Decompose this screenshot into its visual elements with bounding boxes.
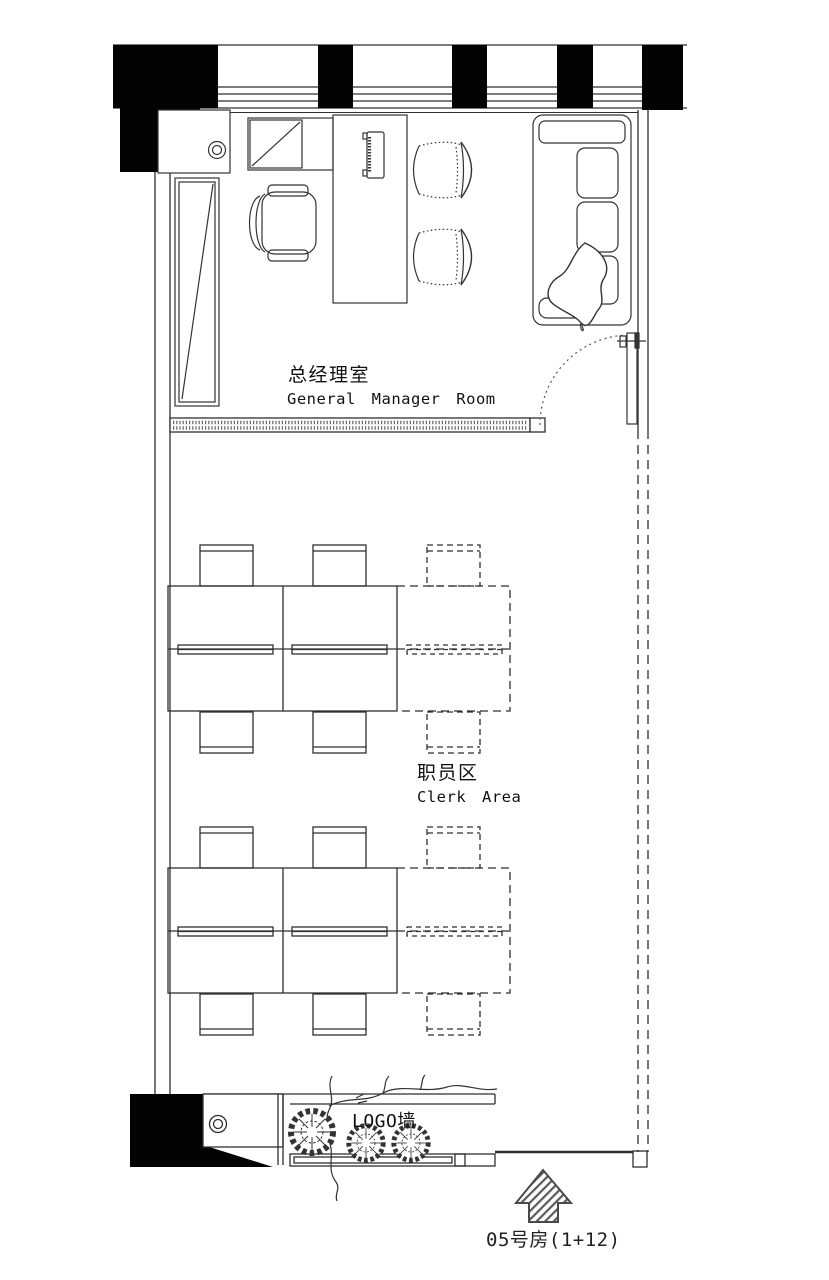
logo-wall-label: LOGO墙 (352, 1111, 416, 1132)
right-wall (637, 110, 649, 1152)
bottom-wall (495, 1150, 648, 1168)
door-swing-arc (539, 334, 631, 426)
manager-room-label-en: General Manager Room (287, 390, 496, 408)
sofa-icon (532, 114, 632, 332)
logo-wall-alcove (277, 1094, 496, 1165)
side-shelf-cabinet (247, 117, 334, 171)
structural-columns (113, 45, 683, 1167)
window-icon (218, 86, 642, 102)
partition-wall (169, 417, 546, 433)
entrance-room-label: 05号房(1+12) (486, 1229, 621, 1251)
clerk-area-label-zh: 职员区 (417, 763, 479, 784)
manager-desk-icon (332, 114, 408, 304)
manager-room-label-zh: 总经理室 (288, 365, 371, 386)
workstation-bank-2 (167, 826, 511, 1036)
logo-wall-board (289, 1153, 496, 1167)
entrance-arrow-icon (513, 1168, 574, 1223)
guest-stool-icon (412, 141, 473, 199)
office-chair-icon (249, 184, 317, 262)
clerk-area-label-en: Clerk Area (417, 788, 522, 806)
monitor-icon (362, 131, 385, 179)
corner-cabinet (157, 109, 231, 174)
guest-stool-icon (412, 228, 473, 286)
left-wall (154, 108, 171, 1094)
workstation-bank-1 (167, 544, 511, 754)
wardrobe-icon (174, 177, 220, 407)
bottom-corner-cabinet (202, 1093, 495, 1148)
plant-icon (291, 1074, 498, 1202)
door-icon (539, 332, 646, 426)
